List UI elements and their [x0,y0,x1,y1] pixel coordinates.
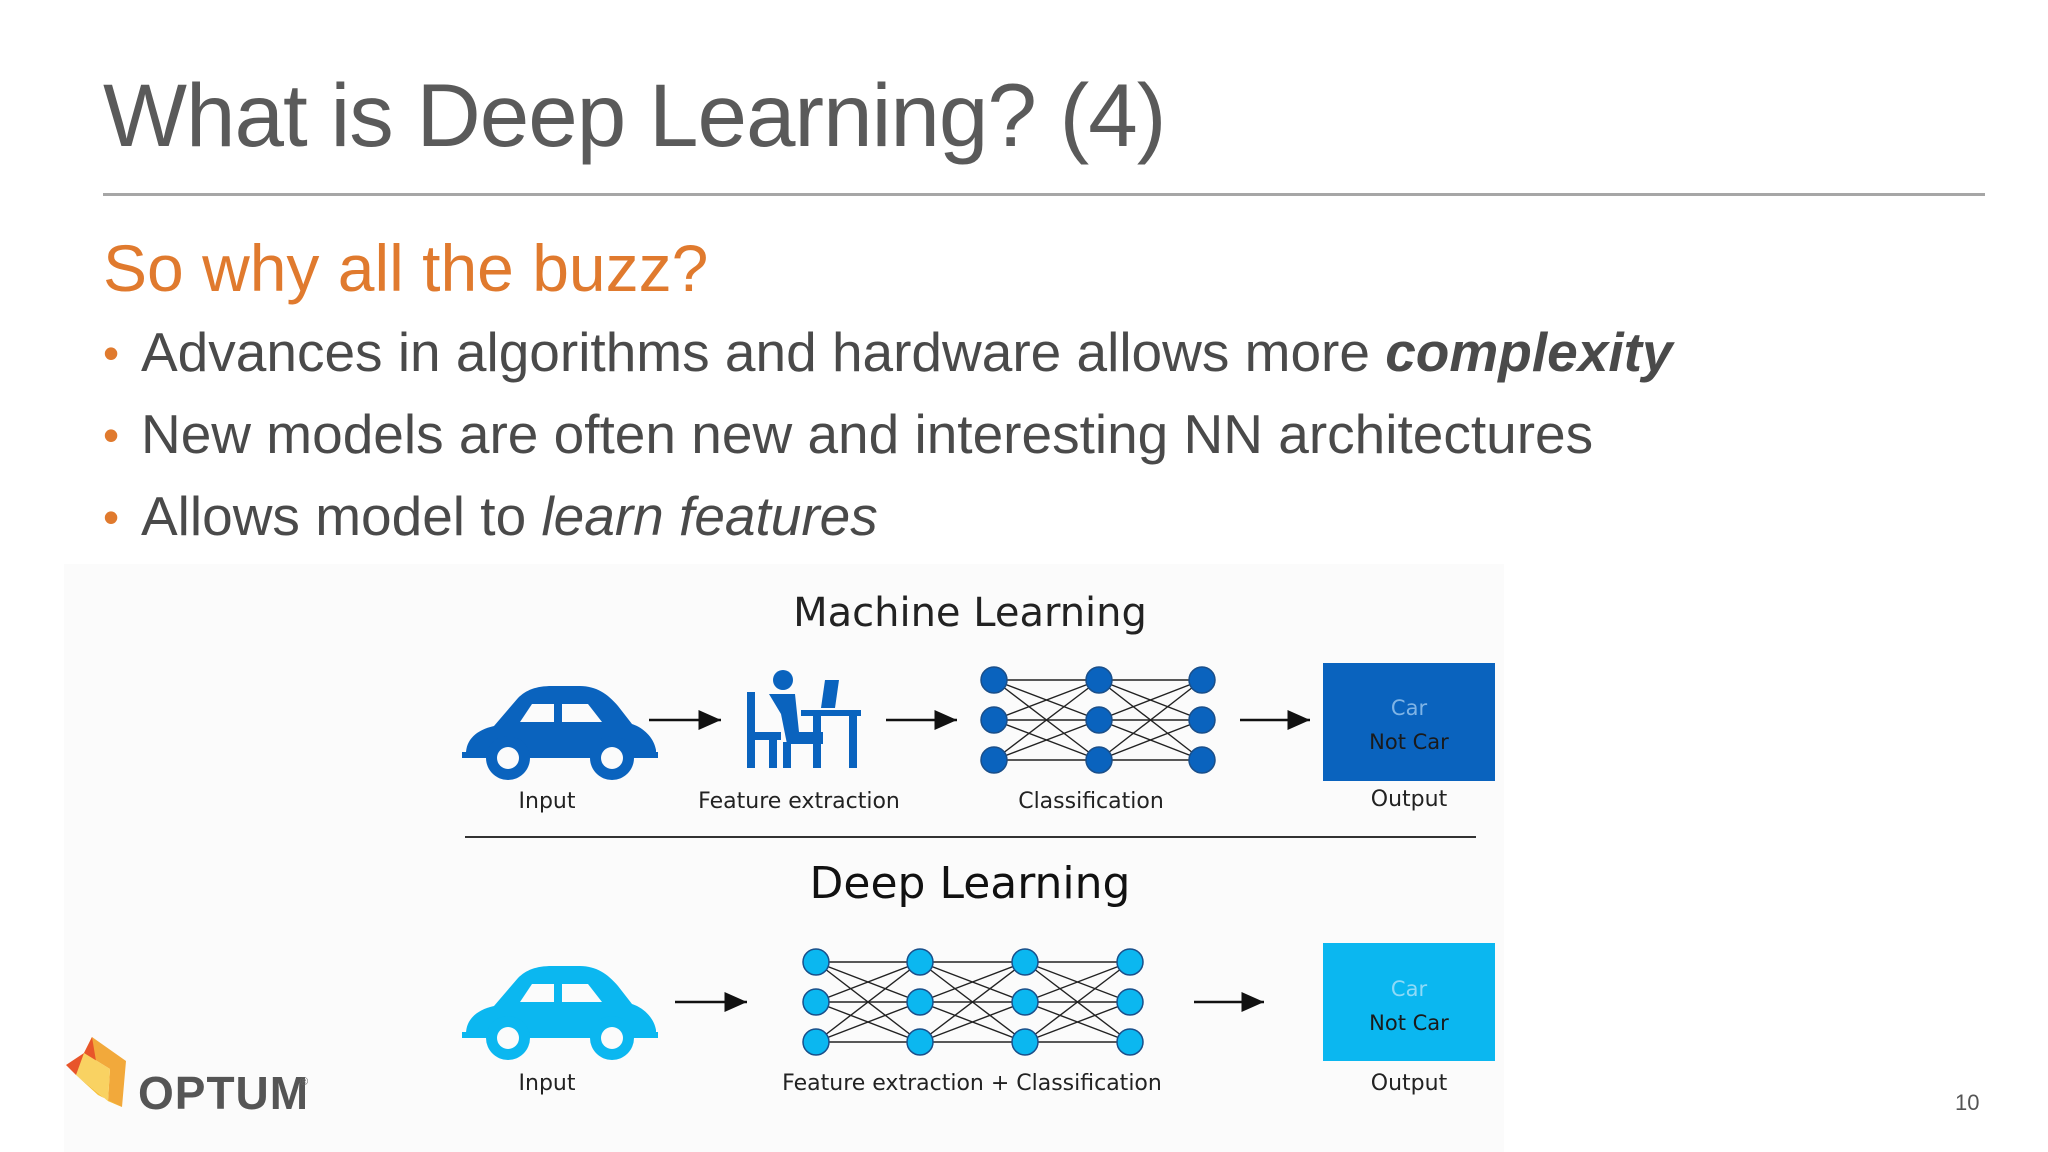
bullet-list: • Advances in algorithms and hardware al… [103,320,1673,566]
output-option-not-car: Not Car [1369,730,1449,754]
neural-network-icon [815,961,1131,1043]
logo-registered-mark: ® [300,1076,309,1088]
dl-output-box [1323,943,1495,1061]
ml-heading: Machine Learning [793,590,1147,636]
neural-network-icon [993,679,1203,761]
page-number: 10 [1955,1090,1980,1115]
dl-input-label: Input [519,1071,576,1096]
bullet-item: • Allows model to learn features [103,484,1673,566]
car-icon [462,686,658,780]
bullet-item: • Advances in algorithms and hardware al… [103,320,1673,402]
bullet-dot: • [103,327,120,379]
dl-output-label: Output [1371,1071,1448,1096]
ml-input-label: Input [519,789,576,814]
slide-title: What is Deep Learning? (4) [103,65,1166,165]
slide-subtitle: So why all the buzz? [103,231,709,305]
bullet-emphasis: learn features [541,485,878,547]
title-divider [103,193,1985,196]
person-at-desk-icon [747,670,861,768]
output-option-not-car: Not Car [1369,1011,1449,1035]
diagram-svg: Machine Learning Input [462,590,1495,1096]
bullet-item: • New models are often new and interesti… [103,402,1673,484]
network-nodes [980,666,1216,774]
bullet-emphasis: complexity [1385,321,1673,383]
ml-classification-label: Classification [1018,789,1164,814]
ml-vs-dl-diagram: Machine Learning Input [64,564,1504,1152]
optum-logo-icon [66,1037,126,1107]
car-icon [462,966,658,1060]
ml-output-label: Output [1371,787,1448,812]
bullet-text: New models are often new and interesting… [141,403,1594,465]
ml-feature-label: Feature extraction [698,789,900,814]
ml-output-box [1323,663,1495,781]
logo-wordmark: OPTUM [138,1067,310,1119]
bullet-text: Advances in algorithms and hardware allo… [141,321,1673,383]
dl-heading: Deep Learning [810,858,1131,909]
output-option-car: Car [1391,977,1428,1001]
bullet-dot: • [103,409,120,461]
bullet-dot: • [103,491,120,543]
network-nodes [802,948,1144,1056]
bullet-text: Allows model to learn features [141,485,878,547]
output-option-car: Car [1391,696,1428,720]
dl-feature-class-label: Feature extraction + Classification [782,1071,1162,1096]
